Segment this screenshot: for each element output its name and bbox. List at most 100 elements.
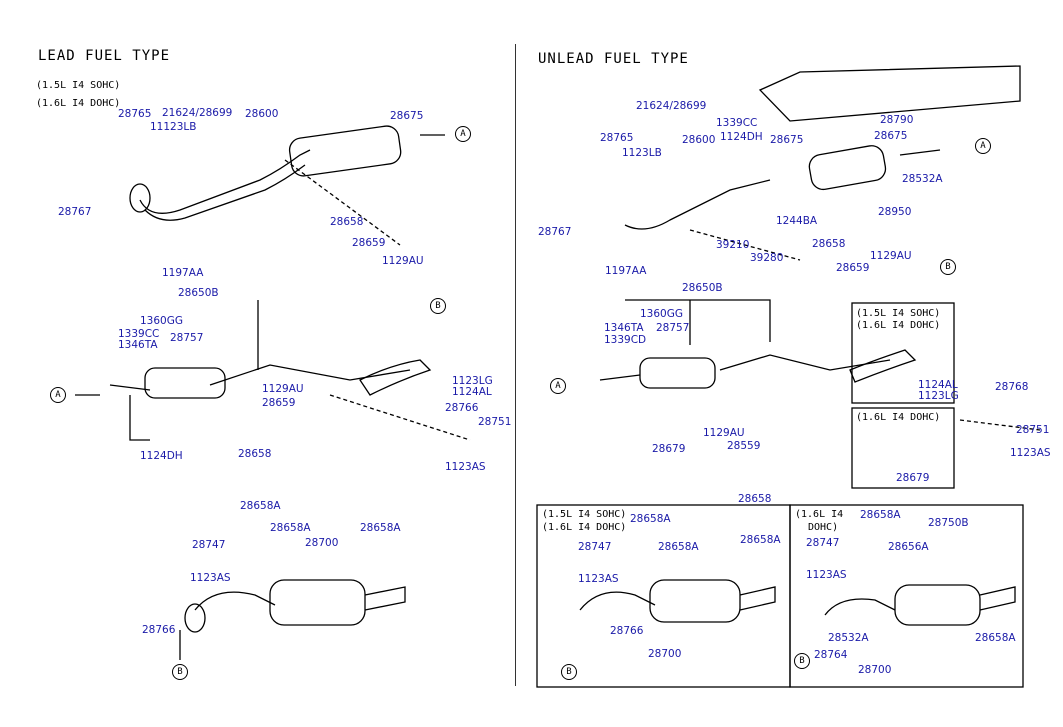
part-number: 28659 (836, 262, 870, 274)
inset-spec: (1.6L I4 DOHC) (856, 412, 941, 423)
right-top-heat-shield (758, 65, 1021, 122)
inset-spec: (1.6L I4 DOHC) (856, 320, 941, 331)
part-number: 21624/28699 (162, 107, 233, 119)
left-spec-2: (1.6L I4 DOHC) (36, 98, 121, 109)
part-number: 1124AL (918, 379, 958, 391)
part-number: 1339CC (118, 328, 160, 340)
part-number: 28658A (658, 541, 699, 553)
part-number: 1360GG (140, 315, 183, 327)
part-number: 28532A (902, 173, 943, 185)
part-number: 1339CD (604, 334, 647, 346)
part-number: 28757 (656, 322, 690, 334)
part-number: 28757 (170, 332, 204, 344)
part-number: 28700 (305, 537, 339, 549)
part-number: 28658 (238, 448, 272, 460)
part-number: 28679 (652, 443, 686, 455)
part-number: 39210 (716, 239, 750, 251)
part-number: 1124DH (720, 131, 763, 143)
part-number: 1124AL (452, 386, 492, 398)
part-number: 1129AU (382, 255, 424, 267)
box-spec: (1.6L I4 DOHC) (542, 522, 627, 533)
part-number: 1123AS (1010, 447, 1051, 459)
part-number: 1123AS (190, 572, 231, 584)
part-number: 28659 (262, 397, 296, 409)
left-mid-muffler (144, 367, 226, 399)
callout-b: B (430, 298, 446, 314)
part-number: 28766 (610, 625, 644, 637)
left-top-flange (129, 183, 151, 213)
part-number: 28658 (812, 238, 846, 250)
part-number: 28766 (142, 624, 176, 636)
part-number: 39280 (750, 252, 784, 264)
part-number: 1123LB (622, 147, 662, 159)
part-number: 28650B (178, 287, 219, 299)
left-mid-pipe (109, 364, 411, 391)
part-number: 28658A (630, 513, 671, 525)
left-bottom-muffler (269, 579, 366, 626)
callout-b: B (561, 664, 577, 680)
part-number: 28751 (1016, 424, 1050, 436)
left-bottom-tailpipe (194, 591, 276, 611)
part-number: 28659 (352, 237, 386, 249)
part-number: 28600 (245, 108, 279, 120)
part-number: 28675 (770, 134, 804, 146)
part-number: 1346TA (118, 339, 158, 351)
left-title: LEAD FUEL TYPE (38, 48, 171, 64)
box-spec: (1.6L I4 (795, 509, 844, 520)
part-number: 28751 (478, 416, 512, 428)
part-number: 28950 (878, 206, 912, 218)
right-top-front-pipe (624, 179, 771, 230)
part-number: 1123LG (918, 390, 959, 402)
inset-spec: (1.5L I4 SOHC) (856, 308, 941, 319)
part-number: 28656A (888, 541, 929, 553)
part-number: 28747 (806, 537, 840, 549)
right-top-converter (808, 145, 887, 191)
part-number: 1124DH (140, 450, 183, 462)
callout-b: B (940, 259, 956, 275)
part-number: 28658A (860, 509, 901, 521)
part-number: 1129AU (870, 250, 912, 262)
part-number: 1123AS (445, 461, 486, 473)
part-number: 28790 (880, 114, 914, 126)
part-number: 21624/28699 (636, 100, 707, 112)
part-number: 1123LG (452, 375, 493, 387)
left-top-front-pipe (139, 149, 311, 214)
part-number: 28765 (118, 108, 152, 120)
callout-b: B (794, 653, 810, 669)
part-number: 28658 (738, 493, 772, 505)
part-number: 1129AU (262, 383, 304, 395)
part-number: 28765 (600, 132, 634, 144)
left-top-front-pipe-2 (144, 164, 306, 221)
part-number: 28768 (995, 381, 1029, 393)
part-number: 28700 (858, 664, 892, 676)
part-number: 1244BA (776, 215, 818, 227)
part-number: 1123AS (806, 569, 847, 581)
part-number: 1346TA (604, 322, 644, 334)
part-number: 1339CC (716, 117, 758, 129)
left-mid-converter (359, 359, 432, 396)
part-number: 28747 (578, 541, 612, 553)
center-divider (515, 44, 516, 686)
part-number: 28658A (975, 632, 1016, 644)
part-number: 28675 (874, 130, 908, 142)
callout-a: A (550, 378, 566, 394)
right-mid-pipe (599, 354, 891, 381)
part-number: 28658A (360, 522, 401, 534)
callout-a: A (455, 126, 471, 142)
part-number: 28658A (240, 500, 281, 512)
callout-a: A (975, 138, 991, 154)
part-number: 28767 (538, 226, 572, 238)
part-number: 28675 (390, 110, 424, 122)
part-number: 28658A (270, 522, 311, 534)
left-top-converter (288, 125, 402, 177)
part-number: 28700 (648, 648, 682, 660)
part-number: 1197AA (605, 265, 647, 277)
part-number: 28766 (445, 402, 479, 414)
part-number: 28658 (330, 216, 364, 228)
box-spec: (1.5L I4 SOHC) (542, 509, 627, 520)
part-number: 28767 (58, 206, 92, 218)
right-mid-muffler (639, 357, 716, 389)
part-number: 28750B (928, 517, 969, 529)
part-number: 1197AA (162, 267, 204, 279)
